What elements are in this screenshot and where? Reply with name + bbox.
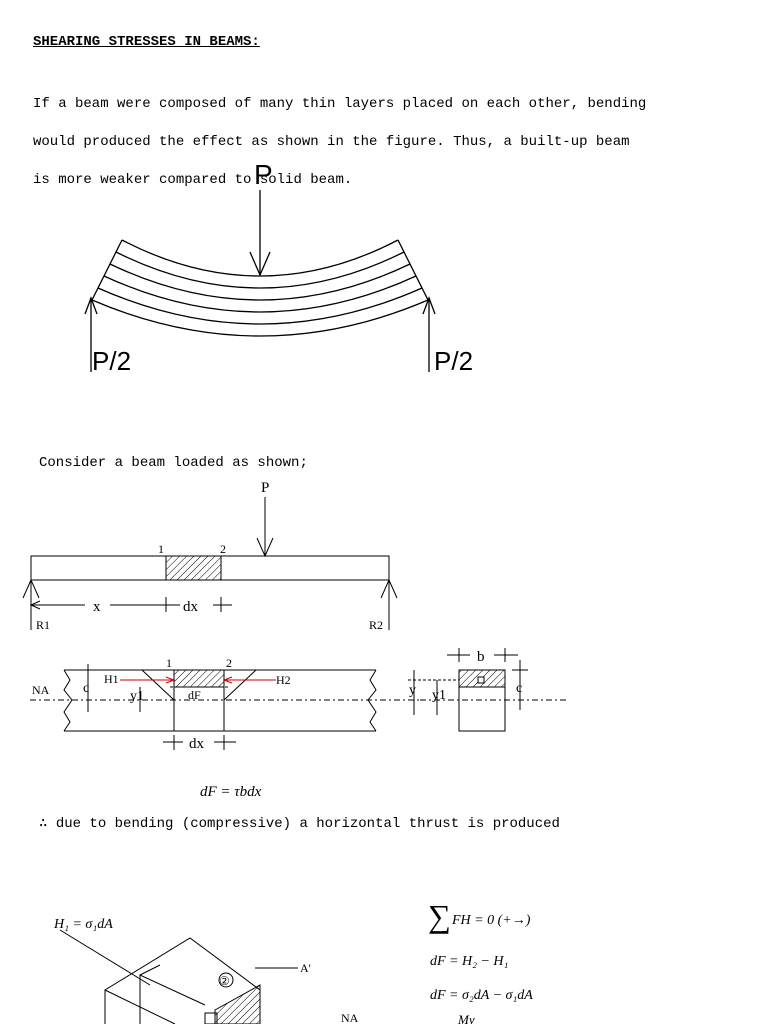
section-1-label: 1 (166, 656, 172, 670)
beam-layer (91, 299, 429, 337)
summation-symbol: ∑ (428, 898, 451, 934)
intro-line-3: is more weaker compared to solid beam. (33, 172, 353, 188)
beam-section-figure (30, 664, 420, 750)
h2-label: H2 (276, 673, 291, 687)
h1-label: H1 (104, 672, 119, 686)
y1-dim-label: y1 (432, 688, 446, 703)
consider-text: Consider a beam loaded as shown; (39, 455, 308, 471)
right-reaction-label: P/2 (434, 346, 473, 376)
equation-1: dF = H₂ − H₁ (430, 954, 508, 969)
therefore-text: ∴ due to bending (compressive) a horizon… (39, 816, 560, 832)
c-dim-label: c (83, 681, 89, 696)
simple-beam-figure (22, 497, 398, 630)
na-label: NA (341, 1011, 359, 1024)
element-3d-figure (59, 929, 298, 1024)
load-label: P (261, 480, 269, 496)
beam-layer (97, 287, 423, 325)
cross-section-figure (408, 648, 568, 732)
section-1-label: 1 (158, 542, 164, 556)
df-label: dF (188, 688, 201, 702)
beam-layer (109, 263, 411, 301)
left-reaction-label: P/2 (92, 346, 131, 376)
width-b-label: b (477, 649, 485, 665)
intro-paragraph: If a beam were composed of many thin lay… (33, 76, 646, 209)
beam-layer (103, 275, 417, 313)
sheared-element (173, 669, 225, 688)
section-2-label: 2 (226, 656, 232, 670)
circle-2-label: ② (219, 974, 230, 988)
c-dim-label: c (516, 681, 522, 696)
intro-line-1: If a beam were composed of many thin lay… (33, 96, 647, 112)
reaction-2-label: R2 (369, 618, 383, 632)
a-prime-label: A' (300, 961, 311, 975)
section-2-label: 2 (220, 542, 226, 556)
layered-beam-figure (84, 190, 436, 372)
dx-dim-label: dx (189, 736, 205, 752)
neutral-axis-label: NA (32, 683, 50, 697)
dim-dx-label: dx (183, 599, 199, 615)
beam-element (165, 555, 222, 581)
h1-equation-label: H₁ = σ₁dA (53, 917, 113, 932)
sum-fh-equation: FH = 0 (+→) (451, 913, 531, 928)
load-label: P (254, 159, 273, 190)
section-heading: SHEARING STRESSES IN BEAMS: (33, 34, 260, 50)
equation-2: dF = σ₂dA − σ₁dA (430, 988, 533, 1003)
dim-x-label: x (93, 599, 101, 615)
beam-layer (115, 251, 405, 289)
equation-3-numerator: My (457, 1012, 475, 1024)
y1-dim-label: y1 (130, 689, 144, 704)
intro-line-2: would produced the effect as shown in th… (33, 134, 630, 150)
df-equation: dF = τbdx (200, 784, 262, 800)
y-dim-label: y (409, 683, 416, 698)
reaction-1-label: R1 (36, 618, 50, 632)
